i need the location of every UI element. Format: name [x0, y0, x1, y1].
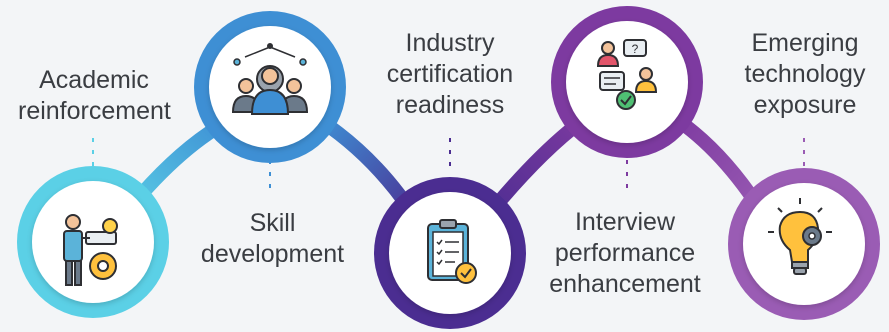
- step-5-label-line: exposure: [753, 91, 857, 119]
- lightbulb-gear-icon: [768, 198, 832, 275]
- step-3-label-line: Industry: [405, 29, 495, 57]
- step-4-label: Interview performance enhancement: [535, 207, 715, 300]
- step-1-label: Academic reinforcement: [18, 65, 171, 127]
- dotted-leaders: [92, 138, 805, 188]
- step-4-disc: [566, 21, 688, 143]
- leader-5: [803, 138, 805, 166]
- leader-2: [269, 160, 271, 188]
- step-1-label-line: reinforcement: [18, 97, 171, 125]
- step-1-node: [17, 166, 169, 318]
- step-3-label-line: readiness: [395, 91, 505, 119]
- step-5-node: [728, 168, 880, 320]
- svg-text:?: ?: [632, 42, 639, 56]
- step-4-label-line: enhancement: [549, 270, 701, 298]
- step-3-label: Industry certification readiness: [375, 28, 525, 121]
- step-1-label-line: Academic: [39, 66, 149, 94]
- step-4-label-line: Interview: [574, 208, 676, 236]
- leader-3: [449, 138, 451, 166]
- presenter-gear-icon: [63, 214, 118, 286]
- step-4-node: ?: [551, 6, 703, 158]
- interview-chat-icon: ?: [596, 39, 658, 110]
- step-5-label: Emerging technology exposure: [735, 28, 875, 121]
- step-2-label: Skill development: [190, 208, 355, 270]
- step-4-label-line: performance: [554, 239, 696, 267]
- step-2-label-line: Skill: [249, 209, 296, 237]
- step-3-node: [374, 177, 526, 329]
- step-5-label-line: technology: [744, 60, 866, 88]
- leader-4: [626, 160, 628, 188]
- step-3-label-line: certification: [386, 60, 514, 88]
- step-2-label-line: development: [200, 240, 345, 268]
- team-network-icon: [231, 43, 309, 115]
- step-5-label-line: Emerging: [751, 29, 859, 57]
- clipboard-checklist-icon: [427, 219, 477, 284]
- step-2-node: [194, 11, 346, 163]
- leader-1: [92, 138, 94, 166]
